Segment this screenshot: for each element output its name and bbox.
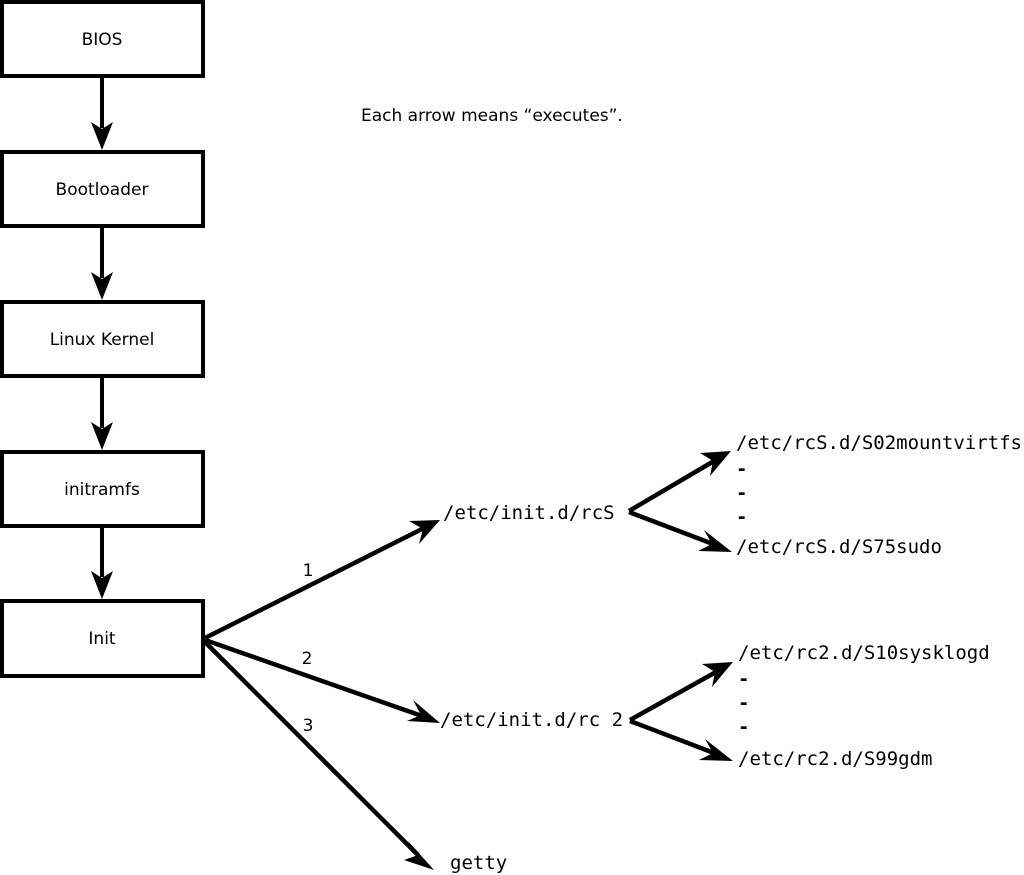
label-rc2-first-script: /etc/rc2.d/S10sysklogd <box>738 642 990 664</box>
branch-3-arrowhead <box>404 841 434 870</box>
node-bios-label: BIOS <box>82 30 123 50</box>
node-init[interactable]: Init <box>0 599 205 678</box>
rc2-fanout <box>628 662 733 761</box>
node-initramfs[interactable]: initramfs <box>0 450 205 528</box>
arrowhead-bios-bootloader <box>91 122 113 150</box>
node-bios[interactable]: BIOS <box>0 0 205 78</box>
arrowhead-initramfs-init <box>91 571 113 599</box>
arrowhead-kernel-initramfs <box>91 422 113 450</box>
rc2-ellipsis-dash-3: - <box>738 716 749 738</box>
rc2-ellipsis-dash-2: - <box>738 692 749 714</box>
diagram-caption: Each arrow means “executes”. <box>361 106 623 126</box>
branch-1-line <box>203 525 426 641</box>
node-linux-kernel-label: Linux Kernel <box>50 330 155 350</box>
label-getty: getty <box>450 852 507 874</box>
node-init-label: Init <box>88 629 116 649</box>
node-initramfs-label: initramfs <box>64 480 140 500</box>
label-etc-initd-rc2: /etc/init.d/rc 2 <box>440 709 623 731</box>
branch-2-arrowhead <box>407 700 440 723</box>
chain-connectors <box>91 76 113 599</box>
label-etc-initd-rcs: /etc/init.d/rcS <box>443 502 615 524</box>
rcs-ellipsis-dash-1: - <box>736 458 747 480</box>
node-bootloader-label: Bootloader <box>56 180 149 200</box>
rcs-upper-line <box>627 459 716 513</box>
label-rcs-last-script: /etc/rcS.d/S75sudo <box>736 536 942 558</box>
branch-2-number: 2 <box>302 649 313 669</box>
node-linux-kernel[interactable]: Linux Kernel <box>0 300 205 378</box>
rcs-ellipsis-dash-2: - <box>736 482 747 504</box>
branch-1-number: 1 <box>303 561 314 581</box>
rc2-lower-line <box>629 718 715 756</box>
branch-3-line <box>203 640 420 857</box>
node-linux-kernel-rect <box>0 300 205 378</box>
rcs-lower-arrowhead <box>698 530 732 552</box>
node-bios-rect <box>0 0 205 78</box>
node-bootloader[interactable]: Bootloader <box>0 150 205 228</box>
init-branch-1: 1 <box>203 520 440 641</box>
rcs-upper-arrowhead <box>700 451 731 476</box>
node-bootloader-rect <box>0 150 205 228</box>
node-init-rect <box>0 599 205 678</box>
rcs-fanout <box>627 451 732 552</box>
label-rc2-last-script: /etc/rc2.d/S99gdm <box>738 748 932 770</box>
rc2-ellipsis-dash-1: - <box>738 668 749 690</box>
node-initramfs-rect <box>0 450 205 528</box>
arrowhead-bootloader-kernel <box>91 272 113 300</box>
rc2-lower-arrowhead <box>699 739 733 761</box>
rcs-ellipsis-dash-3: - <box>736 506 747 528</box>
branch-3-number: 3 <box>303 716 314 736</box>
rcs-lower-line <box>628 509 714 547</box>
label-rcs-first-script: /etc/rcS.d/S02mountvirtfs <box>736 432 1022 454</box>
init-branch-2: 2 <box>204 637 440 723</box>
branch-2-line <box>204 637 423 719</box>
rc2-upper-arrowhead <box>702 662 733 687</box>
init-branch-3: 3 <box>203 640 434 870</box>
rc2-upper-line <box>628 670 718 722</box>
branch-1-arrowhead <box>409 520 440 544</box>
